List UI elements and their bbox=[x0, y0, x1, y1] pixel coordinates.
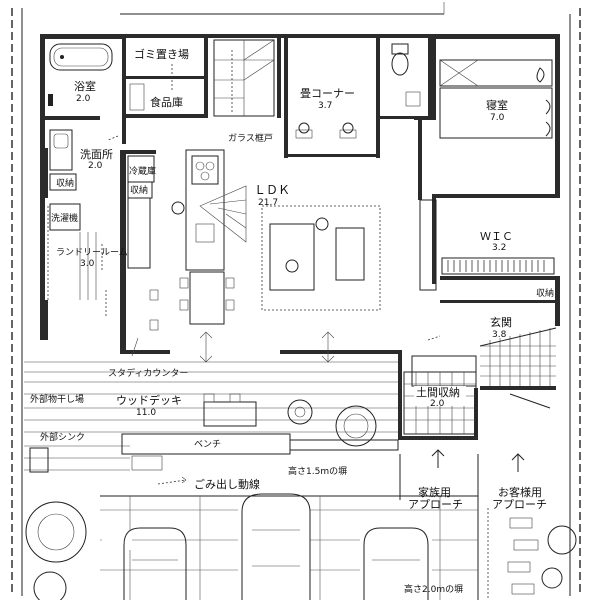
study-counter-label: スタディカウンター bbox=[108, 367, 188, 379]
storage-label-3: 収納 bbox=[536, 287, 554, 299]
laundry-label: ランドリールーム bbox=[56, 247, 128, 258]
guest-approach-line1: お客様用 bbox=[498, 485, 542, 499]
family-approach-line1: 家族用 bbox=[418, 485, 451, 499]
ldk-label: ＬＤＫ bbox=[254, 183, 290, 197]
bedroom-area: 寝室 7.0 bbox=[439, 59, 553, 139]
parking-area bbox=[100, 454, 479, 600]
stepping-stones bbox=[487, 508, 539, 600]
washroom-label: 洗面所 bbox=[80, 148, 113, 161]
bedroom-label: 寝室 bbox=[486, 98, 508, 112]
storage-label-2: 収納 bbox=[130, 184, 148, 196]
storage-label-1: 収納 bbox=[56, 177, 74, 189]
guest-approach-line2: アプローチ bbox=[492, 498, 547, 511]
ldk-area-text: 21.7 bbox=[258, 198, 278, 208]
garbage-route-label: ごみ出し動線 bbox=[194, 477, 260, 491]
wic-area-text: 3.2 bbox=[492, 243, 506, 253]
outdoor-drying-label: 外部物干し場 bbox=[30, 393, 84, 405]
tatami-label: 畳コーナー bbox=[300, 87, 355, 100]
entrance-area: 玄関 3.8 bbox=[411, 315, 557, 387]
bath-area: 浴室 2.0 bbox=[48, 43, 113, 106]
door-markers bbox=[199, 331, 441, 363]
bath-area-text: 2.0 bbox=[76, 94, 91, 104]
fridge-label: 冷蔵庫 bbox=[129, 165, 156, 177]
bedroom-area-text: 7.0 bbox=[490, 113, 505, 123]
walls bbox=[40, 34, 560, 440]
tatami-area: 3.7 bbox=[318, 101, 332, 111]
deck-area-text: 11.0 bbox=[136, 408, 156, 418]
family-approach-line2: アプローチ bbox=[408, 498, 463, 511]
stairs bbox=[213, 39, 275, 117]
pantry-label: 食品庫 bbox=[150, 95, 183, 109]
plant-icon bbox=[287, 399, 377, 447]
entrance-area-text: 3.8 bbox=[492, 330, 507, 340]
deck-label: ウッドデッキ bbox=[116, 393, 182, 407]
glass-door-label: ガラス框戸 bbox=[228, 132, 273, 144]
toilet-icon bbox=[391, 43, 421, 107]
car-icon bbox=[123, 493, 429, 600]
laundry-area-text: 3.0 bbox=[80, 259, 95, 269]
entrance-label: 玄関 bbox=[490, 315, 512, 329]
shoe-storage-label: 土間収納 bbox=[416, 386, 460, 399]
tatami-corner: 畳コーナー 3.7 bbox=[295, 87, 357, 139]
fence-1-5m-label: 高さ1.5mの塀 bbox=[288, 465, 347, 477]
shoe-storage-area-text: 2.0 bbox=[430, 399, 445, 409]
shoe-storage-area: 土間収納 2.0 bbox=[403, 371, 477, 435]
washroom-area-text: 2.0 bbox=[88, 161, 103, 171]
wic-label: ＷＩＣ bbox=[480, 230, 513, 243]
laundry-area: 洗濯機 ランドリールーム 3.0 bbox=[47, 203, 128, 318]
washer-label: 洗濯機 bbox=[51, 212, 78, 224]
wic-area: ＷＩＣ 3.2 収納 bbox=[419, 199, 555, 299]
bath-label: 浴室 bbox=[74, 79, 96, 93]
fence-2-0m-label: 高さ2.0mの塀 bbox=[404, 583, 463, 595]
tree-icon bbox=[25, 501, 577, 600]
washroom-area: 洗面所 2.0 収納 bbox=[49, 129, 119, 191]
ldk-area: ＬＤＫ 21.7 bbox=[149, 149, 381, 331]
garbage-area-label: ゴミ置き場 bbox=[134, 47, 189, 61]
bench-label: ベンチ bbox=[194, 439, 221, 450]
site-boundary bbox=[11, 2, 581, 596]
outdoor-sink-label: 外部シンク bbox=[40, 431, 85, 443]
deck-boards bbox=[24, 361, 398, 471]
